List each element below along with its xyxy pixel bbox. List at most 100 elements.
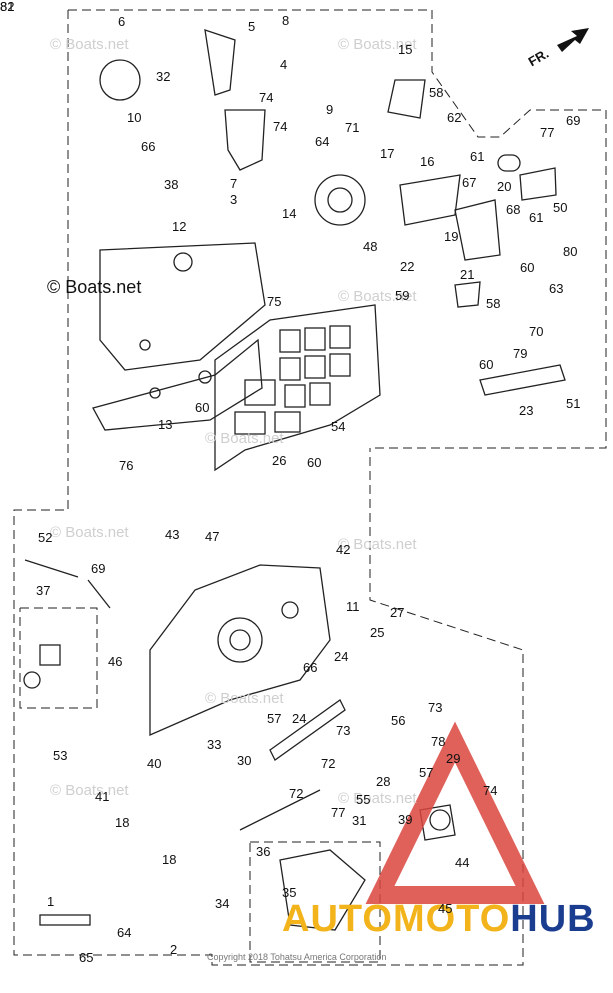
part-callout: 33 [207, 737, 222, 752]
part-callout: 37 [36, 583, 51, 598]
part-callout: 8 [282, 13, 290, 28]
part-callout: 21 [460, 267, 475, 282]
part-callout: 12 [172, 219, 187, 234]
frame-plate [214, 304, 381, 472]
part-callout: 46 [108, 654, 123, 669]
part-callout: 61 [529, 210, 544, 225]
upper-cover [92, 242, 266, 431]
part-callout: 60 [195, 400, 210, 415]
part-callout: 11 [346, 599, 360, 614]
part-callout: 45 [438, 901, 453, 916]
part-callout: 50 [553, 200, 568, 215]
part-callout: 38 [164, 177, 179, 192]
part-callout: 58 [486, 296, 501, 311]
part-callout: 13 [158, 417, 173, 432]
part-callout: 42 [336, 542, 351, 557]
watermark: © Boats.net [50, 782, 129, 799]
part-callout: 3 [230, 192, 238, 207]
part-callout: 41 [95, 789, 110, 804]
lower-housing [149, 564, 331, 736]
part-callout: 81 [0, 0, 15, 14]
part-callout: 29 [446, 751, 461, 766]
part-callout: 70 [529, 324, 544, 339]
watermark: © Boats.net [50, 524, 129, 541]
part-callout: 73 [428, 700, 443, 715]
part-callout: 44 [455, 855, 470, 870]
brand-logo-triangle [365, 721, 545, 904]
part-callout: 31 [352, 813, 367, 828]
part-callout: 48 [363, 239, 378, 254]
part-callout: 64 [315, 134, 330, 149]
part-callout: 18 [115, 815, 130, 830]
part-callout: 67 [462, 175, 477, 190]
part-callout: 34 [215, 896, 230, 911]
part-callout: 71 [345, 120, 360, 135]
part-callout: 74 [483, 783, 498, 798]
part-callout: 7 [230, 176, 238, 191]
part-callout: 27 [390, 605, 405, 620]
part-callout: 36 [256, 844, 271, 859]
part-callout: 20 [497, 179, 512, 194]
part-callout: 57 [419, 765, 434, 780]
part-callout: 28 [376, 774, 391, 789]
part-callout: 62 [447, 110, 462, 125]
part-callout: 79 [513, 346, 528, 361]
part-callout: 47 [205, 529, 220, 544]
part-callout: 24 [292, 711, 307, 726]
part-callout: 55 [356, 792, 371, 807]
part-callout: 53 [53, 748, 68, 763]
part-callout: 75 [267, 294, 282, 309]
part-callout: 39 [398, 812, 413, 827]
part-callout: 60 [479, 357, 494, 372]
part-callout: 72 [321, 756, 336, 771]
part-callout: 5 [248, 19, 256, 34]
part-callout: 61 [470, 149, 485, 164]
part-callout: 66 [141, 139, 156, 154]
part-callout: 78 [431, 734, 446, 749]
part-callout: 65 [79, 950, 94, 965]
part-callout: 60 [307, 455, 322, 470]
part-callout: 9 [326, 102, 334, 117]
watermark: © Boats.net [205, 430, 284, 447]
part-callout: 17 [380, 146, 395, 161]
brand-part-2: HUB [510, 898, 596, 940]
part-callout: 6 [118, 14, 126, 29]
copyright-notice: Copyright 2018 Tohatsu America Corporati… [207, 952, 387, 962]
brand-wordmark: AUTOMOTOHUB [282, 898, 596, 941]
part-callout: 66 [303, 660, 318, 675]
part-callout: 24 [334, 649, 349, 664]
misc-parts [23, 29, 566, 931]
part-callout: 10 [127, 110, 142, 125]
part-callout: 32 [156, 69, 171, 84]
brand-part-1: AUTOMOTO [282, 898, 511, 940]
watermark-main: © Boats.net [47, 277, 142, 297]
part-callout: 35 [282, 885, 297, 900]
part-callout: 64 [117, 925, 132, 940]
part-callout: 4 [280, 57, 288, 72]
part-callout: 80 [563, 244, 578, 259]
watermark: © Boats.net [338, 536, 417, 553]
part-callout: 59 [395, 288, 410, 303]
part-callout: 54 [331, 419, 346, 434]
part-callout: 15 [398, 42, 413, 57]
part-callout: 77 [331, 805, 346, 820]
part-callout: 72 [289, 786, 304, 801]
watermark: © Boats.net [205, 690, 284, 707]
part-callout: 22 [400, 259, 415, 274]
part-callout: 77 [540, 125, 555, 140]
part-callout: 68 [506, 202, 521, 217]
part-callout: 40 [147, 756, 162, 771]
part-callout: 56 [391, 713, 406, 728]
part-callout: 74 [259, 90, 274, 105]
part-callout: 26 [272, 453, 287, 468]
part-callout: 14 [282, 206, 297, 221]
part-callout: 30 [237, 753, 252, 768]
part-callout: 69 [91, 561, 106, 576]
watermark: © Boats.net [338, 790, 417, 807]
part-callout: 2 [170, 942, 178, 957]
part-callout: 43 [165, 527, 180, 542]
part-callout: 19 [444, 229, 459, 244]
part-callout: 52 [38, 530, 53, 545]
